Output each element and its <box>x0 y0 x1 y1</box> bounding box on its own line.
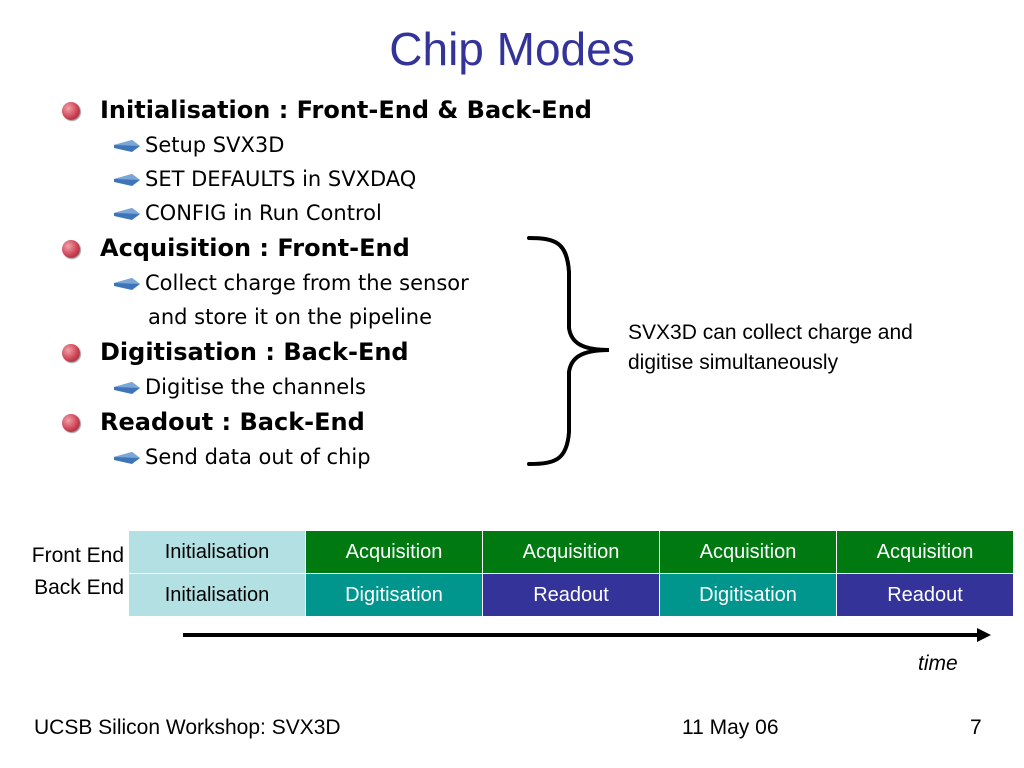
bullet-heading: Readout : Back-End <box>100 408 365 436</box>
bullet-dot-icon <box>62 414 80 432</box>
sub-bullet-text: Digitise the channels <box>145 375 366 399</box>
bullet-list: Initialisation : Front-End & Back-End Se… <box>60 92 620 474</box>
front-end-label: Front End <box>31 544 124 567</box>
arrow-bullet-icon <box>114 140 140 152</box>
sub-bullet-text: Send data out of chip <box>145 445 371 469</box>
sub-bullet: CONFIG in Run Control <box>60 196 620 230</box>
sub-bullet-text: CONFIG in Run Control <box>145 201 382 225</box>
bullet-heading: Initialisation : Front-End & Back-End <box>100 96 592 124</box>
bullet-heading: Digitisation : Back-End <box>100 338 409 366</box>
time-label: time <box>918 652 958 675</box>
arrow-bullet-icon <box>114 382 140 394</box>
bullet-acquisition: Acquisition : Front-End <box>60 230 620 266</box>
sub-bullet-text: Collect charge from the sensor <box>145 271 469 295</box>
bullet-readout: Readout : Back-End <box>60 404 620 440</box>
timeline-cell: Initialisation <box>128 573 306 617</box>
arrow-bullet-icon <box>114 452 140 464</box>
timeline-cell: Digitisation <box>305 573 483 617</box>
sub-bullet: Collect charge from the sensor <box>60 266 620 300</box>
footer-date: 11 May 06 <box>682 716 779 739</box>
bullet-dot-icon <box>62 344 80 362</box>
brace-note-line: digitise simultaneously <box>628 351 839 374</box>
mode-timeline-table: Initialisation Acquisition Acquisition A… <box>128 530 1014 617</box>
timeline-cell: Readout <box>836 573 1014 617</box>
bullet-digitisation: Digitisation : Back-End <box>60 334 620 370</box>
timeline-cell: Acquisition <box>305 530 483 574</box>
sub-bullet: Digitise the channels <box>60 370 620 404</box>
arrow-bullet-icon <box>114 174 140 186</box>
bullet-dot-icon <box>62 102 80 120</box>
timeline-cell: Digitisation <box>659 573 837 617</box>
sub-bullet: Setup SVX3D <box>60 128 620 162</box>
footer-title: UCSB Silicon Workshop: SVX3D <box>34 716 341 739</box>
back-end-row: Initialisation Digitisation Readout Digi… <box>128 573 1014 617</box>
bullet-heading: Acquisition : Front-End <box>100 234 410 262</box>
sub-bullet-text: SET DEFAULTS in SVXDAQ <box>145 167 417 191</box>
sub-bullet-continuation: and store it on the pipeline <box>60 300 620 334</box>
curly-brace-icon <box>527 236 610 466</box>
back-end-label: Back End <box>34 576 124 599</box>
timeline-cell: Acquisition <box>836 530 1014 574</box>
bullet-initialisation: Initialisation : Front-End & Back-End <box>60 92 620 128</box>
sub-bullet-text: Setup SVX3D <box>145 133 285 157</box>
bullet-dot-icon <box>62 240 80 258</box>
footer-page-number: 7 <box>970 716 982 739</box>
brace-note: SVX3D can collect charge and digitise si… <box>628 318 1008 378</box>
sub-bullet-text: and store it on the pipeline <box>148 305 433 329</box>
slide-title: Chip Modes <box>389 23 635 75</box>
brace-note-line: SVX3D can collect charge and <box>628 321 913 344</box>
timeline-cell: Acquisition <box>659 530 837 574</box>
timeline-cell: Acquisition <box>482 530 660 574</box>
arrow-bullet-icon <box>114 278 140 290</box>
timeline-cell: Initialisation <box>128 530 306 574</box>
sub-bullet: Send data out of chip <box>60 440 620 474</box>
timeline-cell: Readout <box>482 573 660 617</box>
sub-bullet: SET DEFAULTS in SVXDAQ <box>60 162 620 196</box>
front-end-row: Initialisation Acquisition Acquisition A… <box>128 530 1014 574</box>
time-arrow-icon <box>183 628 991 642</box>
arrow-bullet-icon <box>114 208 140 220</box>
